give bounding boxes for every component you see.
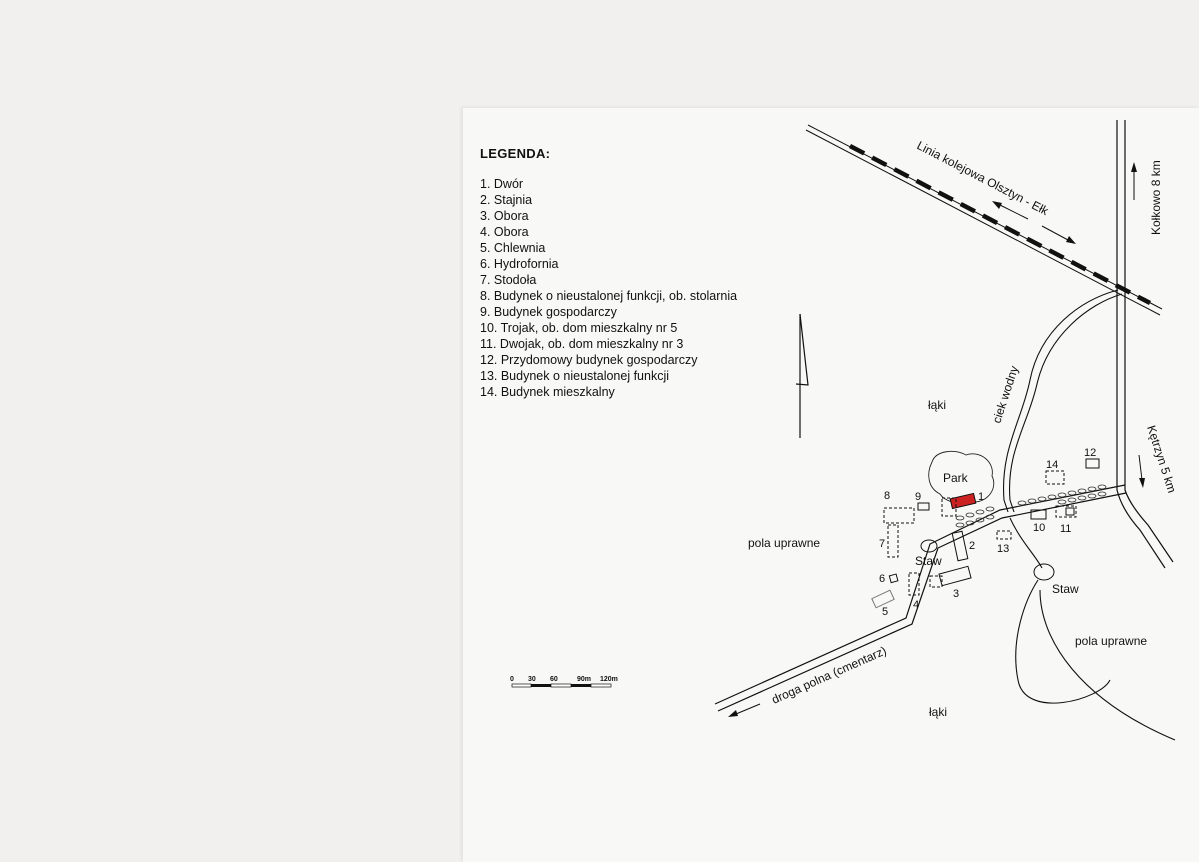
building-number: 6 — [879, 573, 885, 585]
building-1-manor — [949, 492, 977, 510]
building-11 — [1055, 505, 1077, 518]
building-number: 14 — [1046, 459, 1058, 471]
legend-item: 14. Budynek mieszkalny — [480, 385, 615, 399]
legend-item: 5. Chlewnia — [480, 241, 546, 255]
fields-west-label: pola uprawne — [748, 536, 820, 550]
building-number: 12 — [1084, 447, 1096, 459]
east-road-arrow — [1138, 454, 1145, 488]
building-5 — [871, 589, 895, 609]
building-12 — [1085, 458, 1100, 469]
stream-label: ciek wodny — [990, 364, 1022, 425]
legend-item: 9. Budynek gospodarczy — [480, 305, 617, 319]
pond-east-label: Staw — [1052, 582, 1079, 596]
legend-list: 1. Dwór 2. Stajnia 3. Obora 4. Obora 5. … — [480, 176, 737, 400]
village-road — [714, 484, 1127, 712]
legend-item: 4. Obora — [480, 225, 529, 239]
scale-tick-label: 90m — [577, 676, 591, 683]
scale-tick-label: 30 — [528, 676, 536, 683]
building-number: 13 — [997, 543, 1009, 555]
scale-tick-label: 60 — [550, 676, 558, 683]
building-number: 2 — [969, 540, 975, 552]
building-number: 10 — [1033, 522, 1045, 534]
building-3-annex — [929, 575, 943, 588]
road-east-label: Kętrzyn 5 km — [1144, 424, 1179, 495]
main-road — [1116, 120, 1174, 569]
map-sheet — [463, 108, 1199, 862]
building-number: 7 — [879, 538, 885, 550]
building-2 — [951, 530, 969, 562]
park-label: Park — [943, 471, 969, 485]
tree-rows — [955, 484, 1107, 528]
legend-title: LEGENDA: — [480, 146, 551, 161]
legend-item: 12. Przydomowy budynek gospodarczy — [480, 353, 698, 367]
building-number: 9 — [915, 491, 921, 503]
scale-tick-label: 120m — [600, 676, 618, 683]
building-number: 11 — [1060, 523, 1071, 535]
legend-item: 10. Trojak, ob. dom mieszkalny nr 5 — [480, 321, 678, 335]
building-7 — [887, 524, 899, 558]
scale-bar — [511, 683, 612, 688]
north-arrow-icon — [795, 313, 809, 438]
legend-item: 1. Dwór — [480, 177, 524, 191]
pond — [920, 539, 938, 553]
legend-item: 7. Stodoła — [480, 273, 537, 287]
pond-label: Staw — [915, 554, 942, 568]
railway-direction-arrows — [992, 201, 1076, 244]
stream — [1002, 289, 1176, 741]
building-11-inner — [1065, 507, 1075, 516]
meadows-south-label: łąki — [929, 705, 947, 719]
building-13 — [996, 530, 1012, 540]
scale-tick-label: 0 — [510, 676, 514, 683]
building-number: 4 — [913, 599, 919, 611]
building-1-outline — [941, 497, 957, 517]
building-4 — [908, 572, 920, 596]
railway-line — [805, 124, 1163, 316]
legend-item: 2. Stajnia — [480, 193, 533, 207]
building-6 — [888, 573, 899, 584]
legend: LEGENDA: 1. Dwór 2. Stajnia 3. Obora 4. … — [480, 146, 737, 400]
building-number: 3 — [953, 588, 959, 600]
park-area — [928, 450, 995, 505]
building-number: 8 — [884, 490, 890, 502]
field-road-arrow — [728, 703, 761, 717]
building-8 — [883, 507, 915, 524]
building-14 — [1045, 470, 1065, 485]
pond-east — [1033, 563, 1055, 581]
meadows-north-label: łąki — [928, 398, 946, 412]
legend-item: 6. Hydrofornia — [480, 257, 559, 271]
north-road-arrow — [1131, 162, 1137, 200]
road-north-label: Kołkowo 8 km — [1149, 160, 1163, 235]
legend-item: 3. Obora — [480, 209, 529, 223]
legend-item: 11. Dwojak, ob. dom mieszkalny nr 3 — [480, 337, 684, 351]
building-number: 5 — [882, 606, 888, 618]
building-9 — [917, 502, 930, 511]
building-3 — [938, 565, 972, 587]
building-10 — [1030, 509, 1047, 520]
legend-item: 8. Budynek o nieustalonej funkcji, ob. s… — [480, 289, 738, 303]
fields-east-label: pola uprawne — [1075, 634, 1147, 648]
building-number: 1 — [978, 491, 984, 503]
legend-item: 13. Budynek o nieustalonej funkcji — [480, 369, 670, 383]
buildings — [871, 458, 1100, 609]
railway-label: Linia kolejowa Olsztyn - Ełk — [915, 138, 1052, 218]
